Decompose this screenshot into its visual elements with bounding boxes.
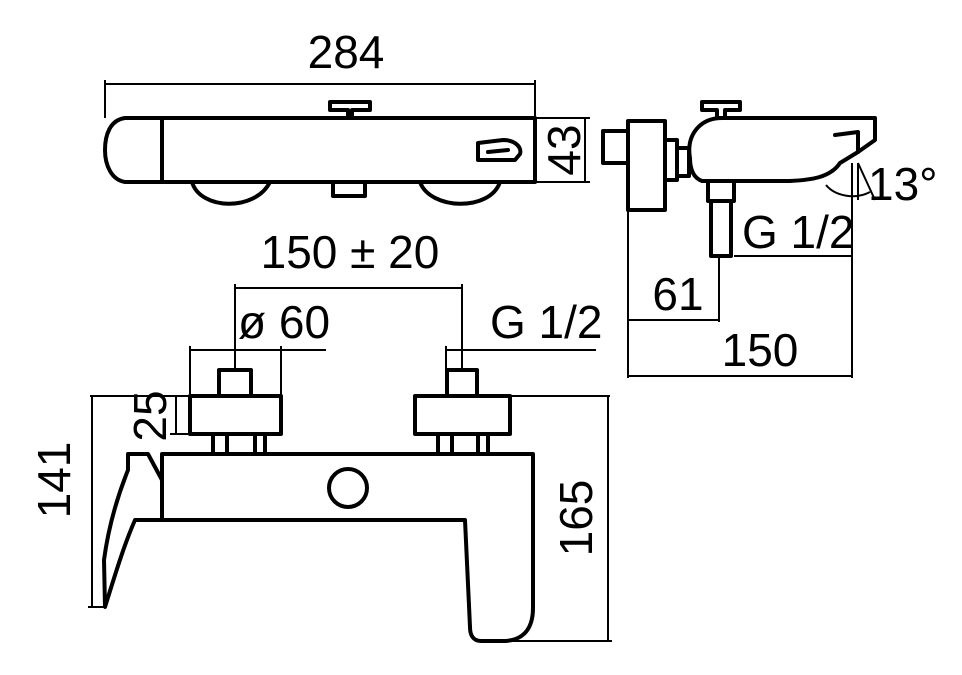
top-view: 284 43 [103,26,590,206]
dim-label-150-side: 150 [722,324,799,376]
front-view-left-escutcheon [188,394,283,436]
top-view-left-escutcheon [190,180,272,206]
top-view-diverter [476,138,523,162]
front-view-left-nut-b [225,432,257,456]
front-view-lever [102,452,164,609]
side-view-spout-edge [833,130,860,154]
dim-label-284: 284 [308,26,385,78]
top-view-valve-knob [328,100,372,120]
front-view: 150 ± 20 ø 60 G 1/2 25 141 165 [28,226,612,643]
front-view-right-nut-c [476,432,490,456]
side-view-wall-plate [626,119,667,212]
side-view-inlet-pipe [709,199,733,258]
side-view-inlet-top [706,179,736,203]
front-view-body [160,452,535,643]
side-view-body [687,116,877,183]
dim-label-141: 141 [28,442,80,519]
front-view-left-nut-c [253,432,267,456]
dim-label-13deg: 13° [868,158,938,210]
dim-label-165: 165 [550,480,602,557]
top-view-center-stub [331,180,367,198]
side-view-valve-knob [700,100,742,120]
dim-label-43: 43 [538,124,590,175]
dim-label-150-centers: 150 ± 20 [261,226,440,278]
dim-label-61: 61 [652,268,703,320]
dim-label-25: 25 [124,390,176,441]
side-view-angle-line [857,162,876,201]
dim-label-diameter: ø 60 [238,296,330,348]
front-view-right-escutcheon [413,394,512,436]
front-view-right-inlet [445,368,479,398]
side-view-angle-arc [825,184,871,198]
top-view-diverter-line [486,148,510,154]
top-view-right-escutcheon [418,180,502,206]
dim-label-g12-front: G 1/2 [490,296,603,348]
front-view-left-inlet [217,368,253,398]
front-view-right-nut-b [450,432,480,456]
side-view: 13° G 1/2 61 150 [601,100,938,378]
front-view-right-nut-a [436,432,454,456]
top-view-lever [103,116,164,184]
dim-label-g12-side: G 1/2 [742,206,855,258]
front-view-diverter-knob [327,467,369,509]
front-view-left-nut-a [211,432,229,456]
side-view-nut-inner [675,146,691,178]
side-view-wall-connector [601,129,630,165]
